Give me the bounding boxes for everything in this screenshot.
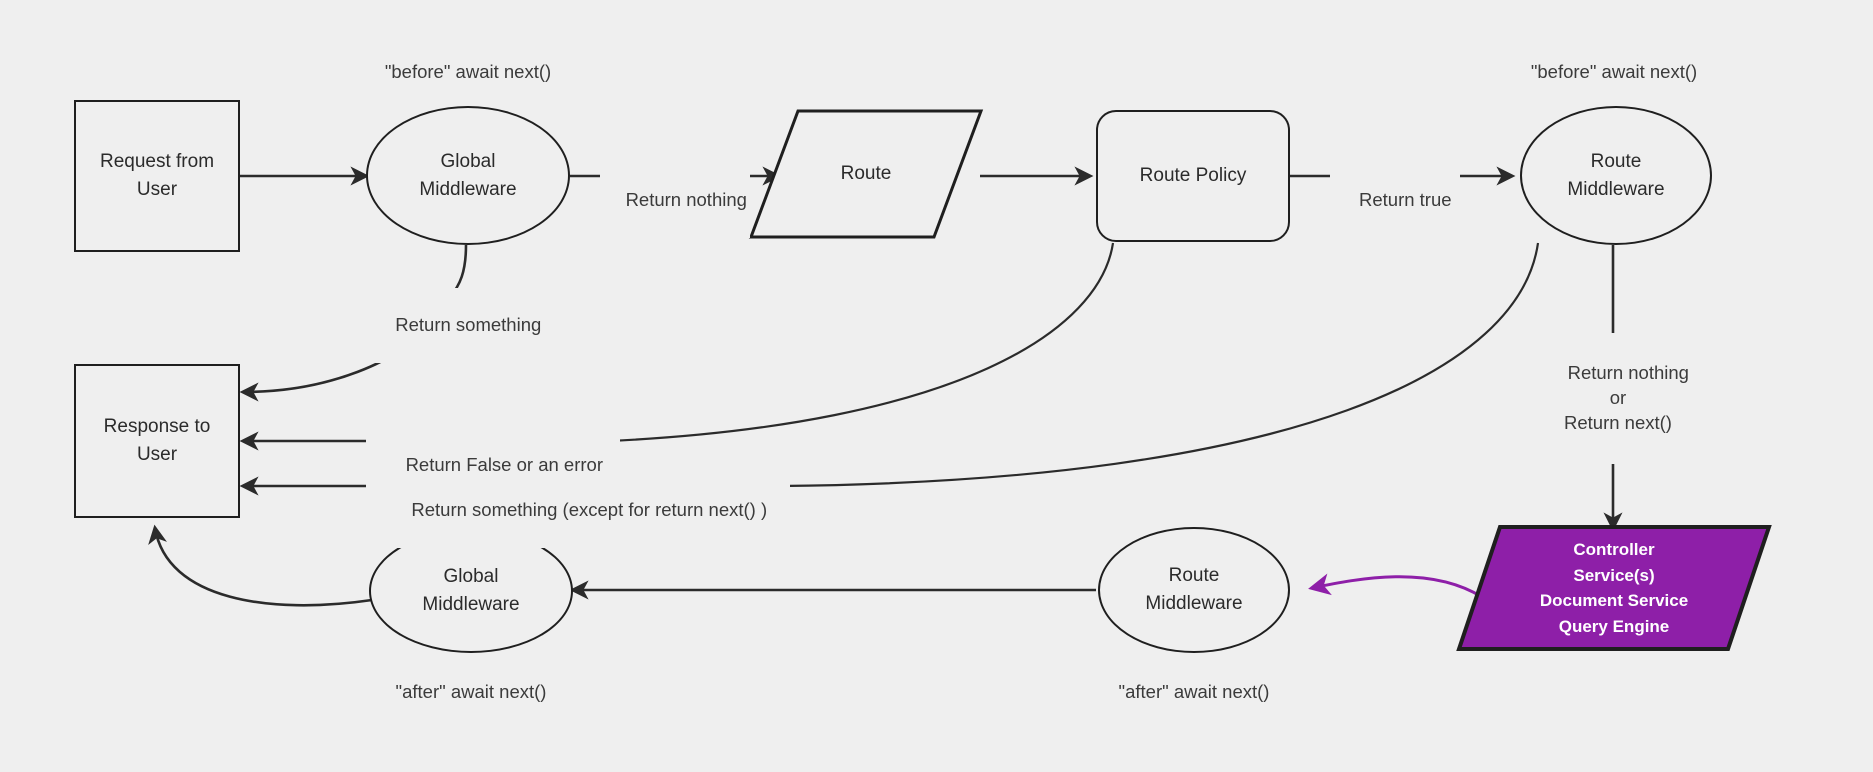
node-controller-services[interactable]: Controller Service(s) Document Service Q… bbox=[1456, 524, 1772, 652]
route-parallelogram-shape bbox=[748, 109, 984, 239]
edge-label-return-false-or-error-text: Return False or an error bbox=[405, 453, 603, 475]
edge-label-return-true: Return true bbox=[1330, 163, 1460, 238]
edge-global-middleware-bottom-to-response bbox=[148, 524, 373, 607]
node-response-to-user[interactable]: Response to User bbox=[74, 364, 240, 518]
caption-after-route-middleware-text: "after" await next() bbox=[1118, 681, 1270, 702]
node-route-middleware-top-label: Route Middleware bbox=[1567, 150, 1665, 200]
node-route-middleware-bottom[interactable]: Route Middleware bbox=[1098, 527, 1290, 653]
node-route-policy[interactable]: Route Policy bbox=[1096, 110, 1290, 242]
node-request-from-user[interactable]: Request from User bbox=[74, 100, 240, 252]
caption-before-route-middleware-text: "before" await next() bbox=[1530, 61, 1698, 82]
node-route[interactable]: Route bbox=[748, 108, 984, 240]
edge-route-policy-to-response-false bbox=[609, 242, 1115, 443]
node-controller-services-label: Controller Service(s) Document Service Q… bbox=[1539, 540, 1689, 636]
caption-after-route-middleware: "after" await next() bbox=[1098, 680, 1290, 705]
caption-before-global-middleware: "before" await next() bbox=[366, 60, 570, 85]
edge-label-return-true-text: Return true bbox=[1359, 188, 1452, 210]
edge-label-return-something-text: Return something bbox=[395, 313, 542, 335]
caption-before-global-middleware-text: "before" await next() bbox=[384, 61, 552, 82]
node-request-from-user-label: Request from User bbox=[99, 151, 215, 200]
node-global-middleware-top-label: Global Middleware bbox=[419, 150, 517, 200]
edge-label-return-something-except-text: Return something (except for return next… bbox=[411, 498, 768, 520]
node-response-to-user-label: Response to User bbox=[103, 416, 211, 465]
caption-before-route-middleware: "before" await next() bbox=[1506, 60, 1722, 85]
edge-controller-to-route-middleware-bottom bbox=[1308, 573, 1483, 599]
edge-label-return-nothing-or-next-text: Return nothing or Return next() bbox=[1564, 361, 1689, 433]
controller-parallelogram-shape bbox=[1456, 525, 1772, 651]
edge-label-return-nothing: Return nothing bbox=[600, 163, 750, 238]
caption-after-global-middleware: "after" await next() bbox=[369, 680, 573, 705]
edge-label-return-something-except: Return something (except for return next… bbox=[368, 473, 790, 548]
caption-after-global-middleware-text: "after" await next() bbox=[395, 681, 547, 702]
node-global-middleware-bottom-label: Global Middleware bbox=[422, 566, 520, 615]
edge-label-return-something: Return something bbox=[365, 288, 551, 363]
edge-label-return-nothing-or-next: Return nothing or Return next() bbox=[1513, 333, 1723, 464]
node-route-policy-label: Route Policy bbox=[1139, 165, 1247, 187]
edge-label-return-nothing-text: Return nothing bbox=[625, 188, 747, 210]
edge-route-middleware-to-response-something-except bbox=[779, 242, 1540, 488]
node-route-middleware-bottom-label: Route Middleware bbox=[1145, 565, 1243, 614]
node-global-middleware-top[interactable]: Global Middleware bbox=[366, 106, 570, 245]
node-route-label: Route bbox=[840, 163, 892, 185]
node-route-middleware-top[interactable]: Route Middleware bbox=[1520, 106, 1712, 245]
